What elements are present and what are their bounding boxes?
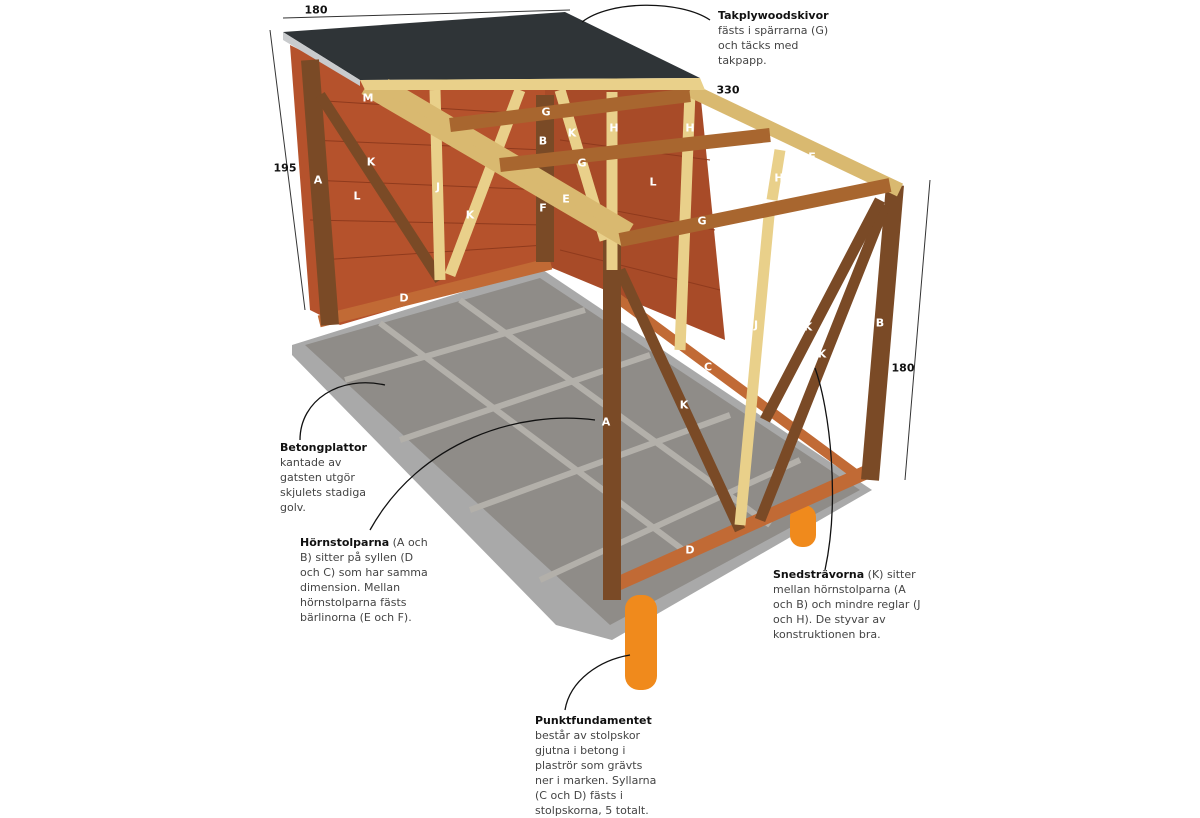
dimension-depth: 330 xyxy=(716,83,740,97)
part-label: K xyxy=(679,398,689,412)
annotation-title: Betongplattor xyxy=(280,441,367,454)
annotation-floor: Betongplattor kantade av gatsten utgör s… xyxy=(280,440,375,515)
stud-h xyxy=(766,149,786,201)
annotation-title: Hörnstolparna xyxy=(300,536,390,549)
callout-leaders xyxy=(299,4,834,711)
part-label: A xyxy=(313,173,323,187)
part-label: D xyxy=(685,543,695,557)
annotation-title: Punktfundamentet xyxy=(535,714,652,727)
part-label: B xyxy=(538,134,548,148)
rafter-g xyxy=(449,88,691,132)
annotation-text: kantade av gatsten utgör skjulets stadig… xyxy=(280,456,367,514)
sill-c xyxy=(613,293,857,477)
rafter-g xyxy=(499,128,771,172)
post-b-front xyxy=(861,184,904,481)
annotation-roof: Takplywoodskivor fästs i spärrarna (G) o… xyxy=(718,8,838,68)
annotation-foundation: Punktfundamentet består av stolpskor gju… xyxy=(535,713,660,818)
part-label: H xyxy=(685,121,695,135)
brace-k xyxy=(315,92,445,283)
beam-e xyxy=(361,81,629,247)
part-label: L xyxy=(649,175,657,189)
part-label: K xyxy=(366,155,376,169)
brace-k xyxy=(754,202,891,523)
part-label: H xyxy=(609,121,619,135)
sill-d-back xyxy=(317,257,553,328)
part-label: L xyxy=(353,189,361,203)
part-label: H xyxy=(774,171,784,185)
annotation-text: (A och B) sitter på syllen (D och C) som… xyxy=(300,536,428,624)
annotation-text: (K) sitter mellan hörnstolparna (A och B… xyxy=(773,568,921,641)
part-label: F xyxy=(539,201,547,215)
annotation-text: fästs i spärrarna (G) och täcks med takp… xyxy=(718,24,829,67)
annotation-title: Snedsträvorna xyxy=(773,568,865,581)
part-label: K xyxy=(567,126,577,140)
annotation-braces: Snedsträvorna (K) sitter mellan hörnstol… xyxy=(773,567,923,642)
part-label: D xyxy=(399,291,409,305)
part-label: J xyxy=(753,318,759,332)
annotation-text: består av stolpskor gjutna i betong i pl… xyxy=(535,729,657,817)
dimension-lines xyxy=(269,9,931,481)
part-label: B xyxy=(875,316,885,330)
part-label: C xyxy=(703,360,713,374)
foundation-pipe xyxy=(790,505,816,547)
stud-j xyxy=(734,204,776,526)
roof-edge xyxy=(283,32,360,86)
brace-k xyxy=(615,267,745,533)
part-label: M xyxy=(362,91,374,105)
brace-k xyxy=(760,197,885,423)
part-label: A xyxy=(601,415,611,429)
roof xyxy=(283,12,700,80)
rafter-g xyxy=(618,178,892,247)
part-label: E xyxy=(562,192,570,206)
part-label: K xyxy=(465,208,475,222)
annotation-title: Takplywoodskivor xyxy=(718,9,829,22)
beam-e-right xyxy=(686,83,904,197)
part-label: G xyxy=(577,156,587,170)
annotation-posts: Hörnstolparna (A och B) sitter på syllen… xyxy=(300,535,435,625)
part-label: G xyxy=(541,105,551,119)
dimension-right-height: 180 xyxy=(891,361,915,375)
foundation-pipe xyxy=(625,595,657,690)
part-label: E xyxy=(808,150,816,164)
shed-illustration xyxy=(269,4,931,711)
dimension-left-height: 195 xyxy=(273,161,297,175)
part-label: K xyxy=(817,347,827,361)
dimension-top-width: 180 xyxy=(304,3,328,17)
part-label: K xyxy=(803,320,813,334)
part-label: G xyxy=(697,214,707,228)
part-label: J xyxy=(435,180,441,194)
roof-front-beam xyxy=(360,78,705,90)
post-a-back xyxy=(301,59,339,326)
